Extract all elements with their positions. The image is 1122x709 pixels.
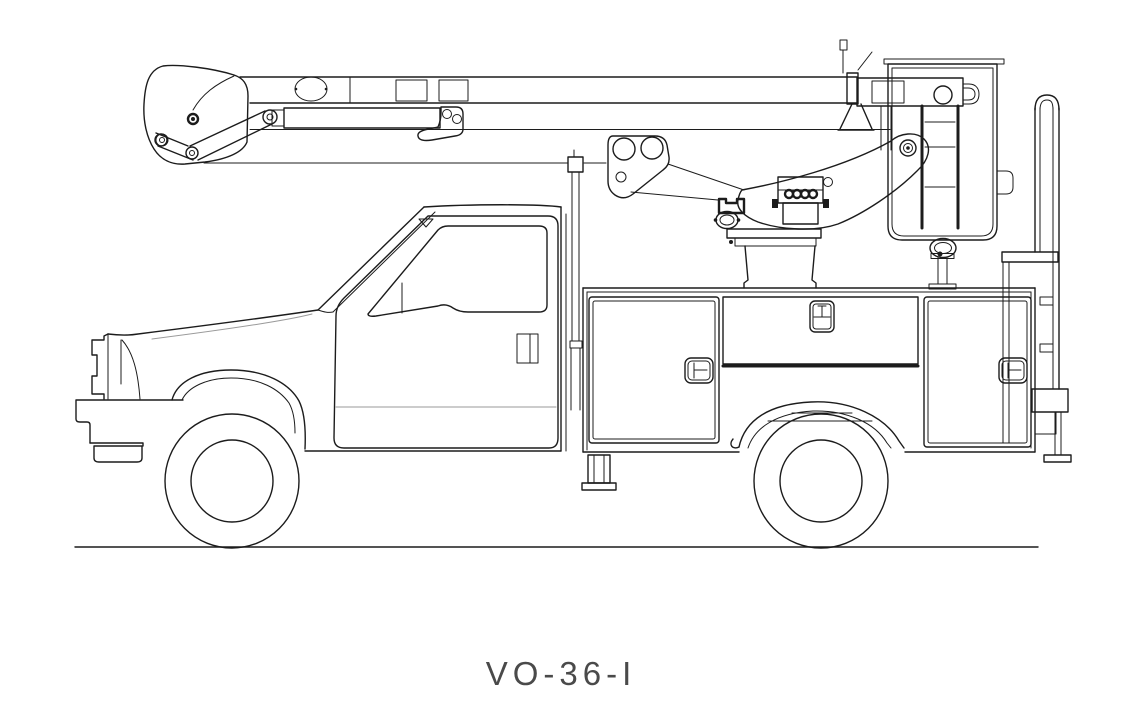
lower-boom-turret [630,133,930,289]
rear-wheel-arch [730,401,905,449]
drawing-number-label: VO-36-I [485,655,637,692]
front-wheel [164,413,300,549]
boom-tip-plate [856,77,980,107]
t-handle [809,300,835,333]
boom-tip-weldment [143,64,249,165]
truck-cab [75,204,567,463]
bucket-platform [880,58,1014,290]
leveling-linkage [154,109,278,161]
rear-compartment-door [923,296,1032,448]
rear-wheel [753,413,889,549]
elbow-joint-bracket [607,135,670,199]
upper-boom [203,76,891,164]
rear-ladder [1001,94,1060,444]
front-outrigger [581,454,617,491]
middle-compartment-door [721,296,920,368]
roller-box [772,176,829,225]
t-handle [998,357,1028,384]
rear-outrigger [1031,388,1072,463]
pedestal [726,228,822,289]
door-handle [516,333,539,364]
utility-body [582,287,1036,453]
rotation-drive [713,197,746,230]
boom-rest [837,39,875,131]
lift-cylinder [271,106,464,142]
left-compartment-door [588,296,720,444]
exhaust-stack [567,149,584,411]
t-handle [684,357,714,384]
